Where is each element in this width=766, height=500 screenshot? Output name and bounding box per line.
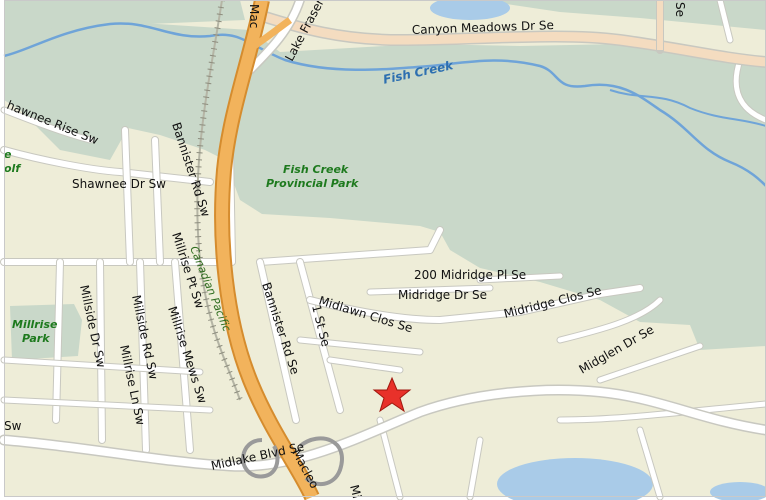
millrise-park-area: [10, 304, 82, 360]
macleod-trail-highway: [214, 0, 344, 500]
lake-top: [430, 0, 510, 20]
lake-fraser-road: [246, 0, 304, 74]
pond-bottom-right: [710, 482, 766, 500]
park-label-line1: Fish Creek: [283, 163, 349, 176]
golf-label-olf: olf: [4, 162, 21, 175]
street-label-se-top-right: Se: [673, 2, 687, 17]
street-label-mi-bottom: Mi: [347, 483, 364, 500]
fish-creek-tributary: [609, 89, 766, 127]
street-label-shawnee-dr: Shawnee Dr Sw: [72, 177, 166, 191]
park-strip-top: [4, 0, 245, 30]
midlake-blvd-road: [0, 386, 766, 471]
lake-bottom: [497, 458, 653, 500]
street-label-macleod-top: Mac: [247, 4, 261, 28]
golf-label-e: e: [4, 148, 12, 161]
street-label-midridge-dr: Midridge Dr Se: [398, 288, 487, 302]
fish-creek-park-area: [4, 14, 766, 350]
location-marker-star-icon[interactable]: [372, 376, 412, 413]
railway-line: [194, 0, 243, 401]
park-label-line2: Provincial Park: [266, 177, 359, 190]
street-label-sw-left: Sw: [4, 419, 22, 433]
millrise-park-label-line2: Park: [22, 332, 50, 345]
fish-creek-river: [3, 22, 766, 187]
millrise-park-label-line1: Millrise: [12, 318, 58, 331]
park-strip-top-right: [480, 0, 766, 30]
collector-roads: [0, 0, 766, 472]
canyon-meadows-road: [257, 11, 766, 67]
street-label-midridge-pl: 200 Midridge Pl Se: [414, 268, 526, 282]
street-label-canyon-meadows: Canyon Meadows Dr Se: [412, 18, 555, 37]
